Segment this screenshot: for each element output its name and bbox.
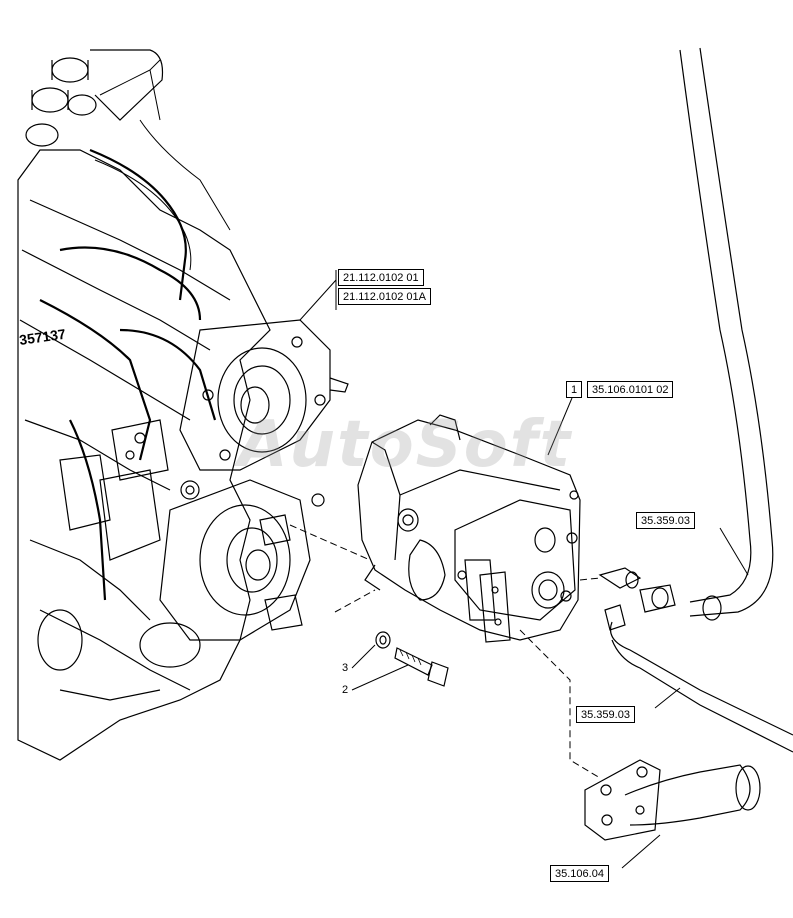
washer <box>375 631 391 649</box>
hydraulic-fittings <box>598 567 676 631</box>
ref-pump[interactable]: 35.106.0101 02 <box>587 381 674 398</box>
bolt <box>394 647 449 687</box>
suction-pipe-lower <box>609 621 793 753</box>
ref-elbow[interactable]: 35.106.04 <box>550 865 609 882</box>
leader-lines <box>299 270 749 869</box>
hydraulic-pump <box>357 414 581 643</box>
ref-pipe-upper[interactable]: 35.359.03 <box>636 512 695 529</box>
pump-item-number: 1 <box>566 381 582 398</box>
ref-transmission-1[interactable]: 21.112.0102 01 <box>338 269 424 286</box>
engine-stamp: 357137 <box>18 326 67 348</box>
assembly-dashed-lines <box>289 524 601 779</box>
watermark: AutoSoft <box>238 408 573 482</box>
callout-bolt: 2 <box>342 684 349 696</box>
callout-washer: 3 <box>342 662 349 674</box>
elbow-flange <box>584 759 761 841</box>
ref-transmission-2[interactable]: 21.112.0102 01A <box>338 288 431 305</box>
ref-pipe-lower[interactable]: 35.359.03 <box>576 706 635 723</box>
transmission-housing <box>17 49 349 761</box>
return-pipe-upper <box>679 47 774 621</box>
